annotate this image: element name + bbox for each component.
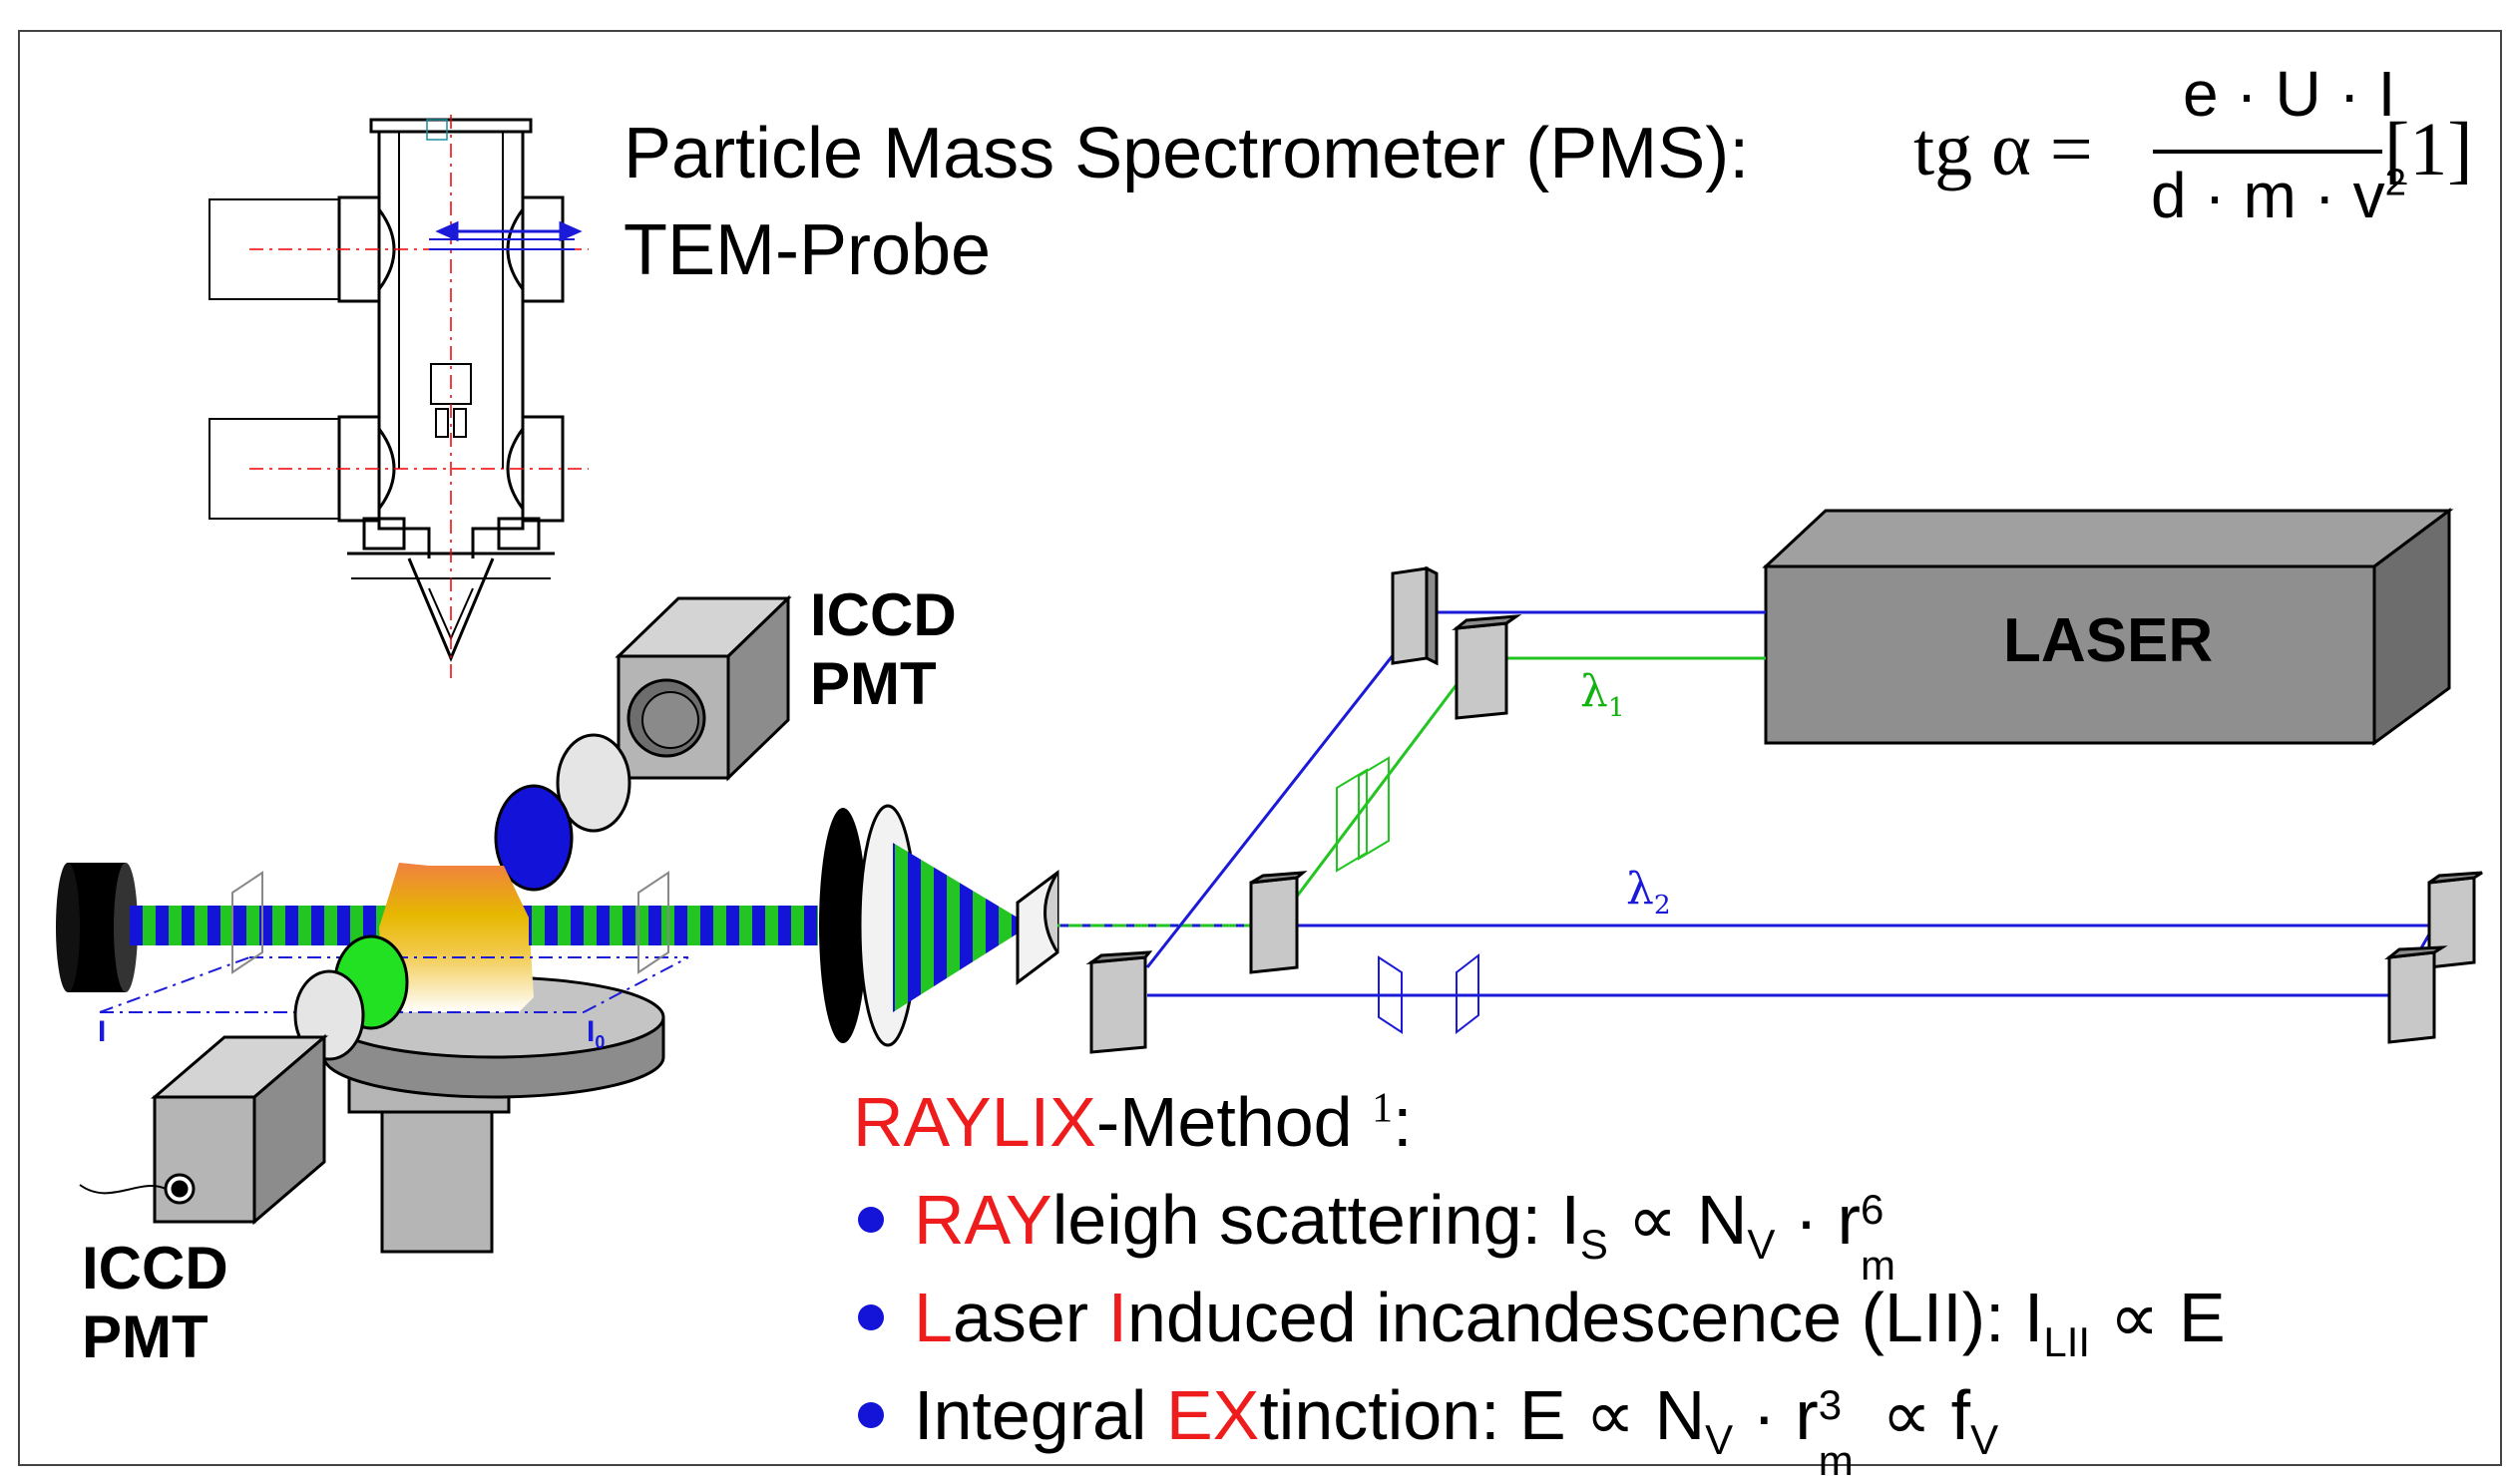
formula-denominator: d · m · v2 [2151, 160, 2407, 231]
raylix-heading: RAYLIX-Method 1: [853, 1083, 1413, 1161]
bullet [858, 1401, 884, 1428]
mirrors [1085, 565, 2483, 1054]
intensity-label-i: I [98, 1015, 107, 1048]
beam-dump [56, 863, 138, 992]
top-iccd-camera [615, 594, 792, 782]
bottom-detector-line1: ICCD [82, 1235, 228, 1301]
raylix-item-rayleigh: RAYleigh scattering: IS ∝ NV · r6m [858, 1185, 1904, 1287]
bullet [858, 1206, 884, 1233]
beam-cone [893, 843, 1018, 1012]
top-filter-blue [494, 784, 574, 892]
laser-box [1762, 508, 2454, 746]
top-lens-gray [556, 733, 631, 833]
pms-title-line1: Particle Mass Spectrometer (PMS): [624, 114, 1750, 193]
formula-numerator: e · U · I [2183, 58, 2396, 130]
green-attenuators [1336, 756, 1390, 873]
flame [379, 863, 534, 1012]
lambda1-label: λ1 [1580, 666, 1625, 723]
formula-fraction-bar [2153, 150, 2382, 154]
top-detector-label: ICCD PMT [810, 580, 957, 718]
raylix-item-lii: Laser Induced incandescence (LII): ILII … [858, 1283, 2226, 1363]
bottom-iccd-camera [79, 1033, 329, 1226]
bottom-detector-label: ICCD PMT [82, 1234, 228, 1371]
laser-label: LASER [2003, 606, 2214, 675]
top-detector-line2: PMT [810, 650, 937, 717]
intensity-label-i0: I0 [587, 1015, 606, 1052]
beam-expander-lens [1016, 870, 1059, 985]
cylinder-lens-black [819, 808, 867, 1043]
formula-lhs: tg α = [1913, 108, 2093, 191]
aperture-right [637, 871, 669, 974]
bottom-detector-line2: PMT [82, 1303, 209, 1370]
aperture-left [231, 871, 263, 974]
top-detector-line1: ICCD [810, 581, 957, 648]
blue-attenuators [1378, 952, 1479, 1035]
bullet [858, 1303, 884, 1330]
formula-ref: [1] [2384, 108, 2473, 191]
burner [322, 975, 665, 1254]
lambda2-label: λ2 [1626, 864, 1671, 921]
raylix-item-extinction: Integral EXtinction: E ∝ NV · r3m ∝ fV [858, 1380, 1998, 1482]
pms-title-line2: TEM-Probe [624, 210, 992, 290]
pms-probe-drawing [209, 115, 589, 678]
